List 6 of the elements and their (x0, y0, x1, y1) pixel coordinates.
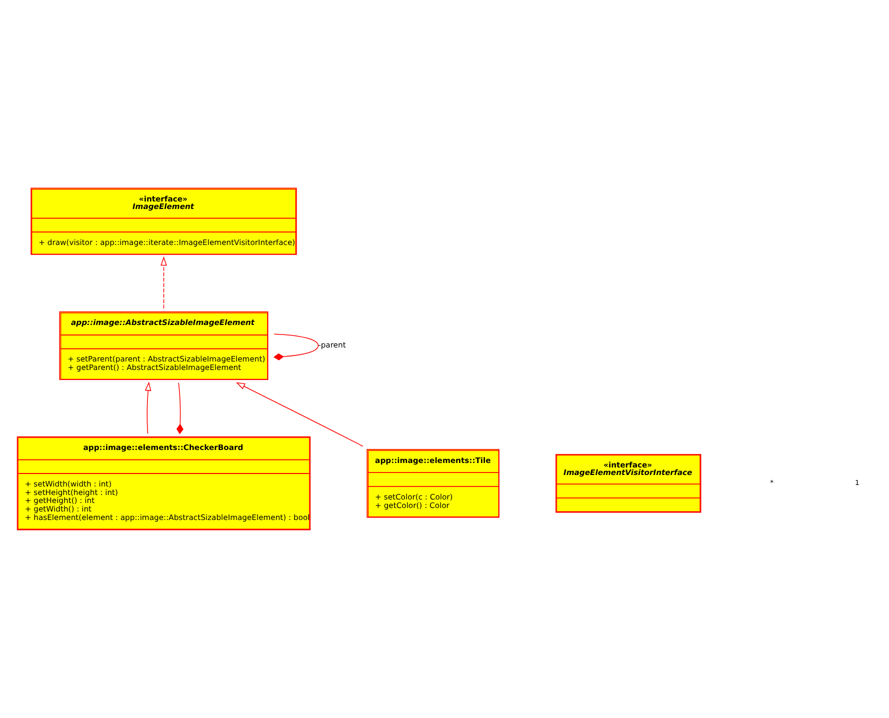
connector (176, 382, 184, 434)
arrow (144, 382, 152, 434)
connector (273, 334, 319, 360)
arrow (160, 256, 167, 309)
edge-label: -parent (318, 340, 346, 350)
arrow (236, 382, 364, 447)
